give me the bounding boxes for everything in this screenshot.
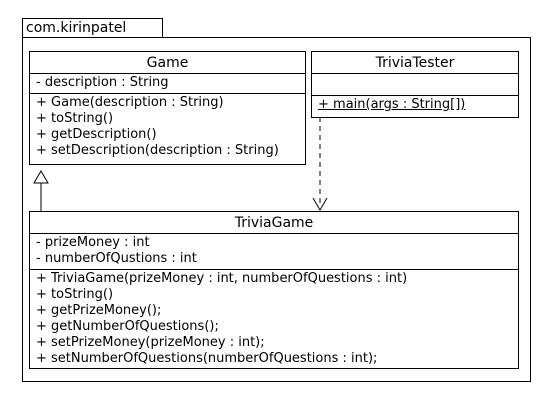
attribute: - prizeMoney : int (36, 235, 150, 250)
package-tab: com.kirinpatel (22, 18, 163, 37)
class-name: Game (30, 52, 305, 74)
method: + setNumberOfQuestions(numberOfQuestions… (36, 351, 378, 366)
class-trivia-tester: TriviaTester + main(args : String[]) (311, 51, 519, 118)
method: + getNumberOfQuestions(); (36, 319, 219, 334)
methods-section: + TriviaGame(prizeMoney : int, numberOfQ… (30, 270, 518, 369)
static-method: + main(args : String[]) (318, 97, 466, 112)
method: + setPrizeMoney(prizeMoney : int); (36, 335, 265, 350)
method: + getDescription() (36, 127, 157, 142)
package-frame (22, 37, 531, 382)
attributes-section (312, 74, 518, 96)
generalization-arrowhead (33, 170, 49, 184)
class-name: TriviaTester (312, 52, 518, 74)
class-game: Game - description : String + Game(descr… (29, 51, 306, 165)
method: + Game(description : String) (36, 95, 224, 110)
class-name: TriviaGame (30, 212, 518, 234)
attributes-section: - prizeMoney : int - numberOfQustions : … (30, 234, 518, 270)
dependency-arrowhead (312, 197, 328, 211)
attribute: - description : String (36, 75, 169, 90)
method: + toString() (36, 111, 114, 126)
methods-section: + main(args : String[]) (312, 96, 518, 115)
method: + TriviaGame(prizeMoney : int, numberOfQ… (36, 271, 408, 286)
attribute: - numberOfQustions : int (36, 251, 197, 266)
class-trivia-game: TriviaGame - prizeMoney : int - numberOf… (29, 211, 519, 369)
methods-section: + Game(description : String) + toString(… (30, 94, 305, 161)
method: + getPrizeMoney(); (36, 303, 162, 318)
method: + setDescription(description : String) (36, 143, 279, 158)
method: + toString() (36, 287, 114, 302)
package-name: com.kirinpatel (26, 20, 127, 36)
attributes-section: - description : String (30, 74, 305, 94)
